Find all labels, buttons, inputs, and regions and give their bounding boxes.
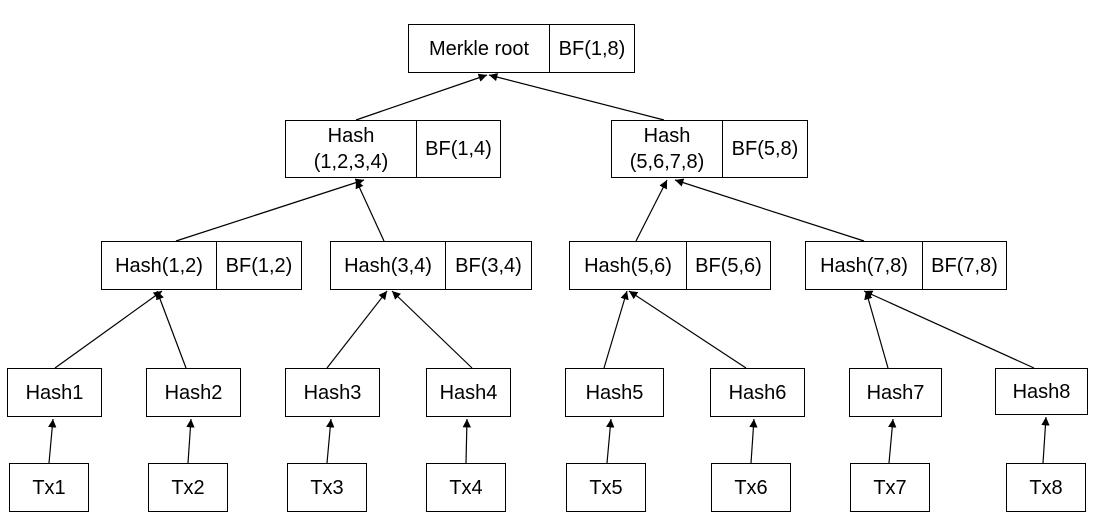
hash-node-1-4: Hash (1,2,3,4) BF(1,4) bbox=[285, 120, 501, 178]
hash-node-5-6: Hash(5,6) BF(5,6) bbox=[569, 241, 771, 290]
arrow-56-to-l2b bbox=[635, 179, 668, 242]
leaf-hash-label-2: Hash2 bbox=[164, 381, 223, 404]
bloom-filter-5-8: BF(5,8) bbox=[722, 121, 807, 177]
leaf-hash-node-6: Hash6 bbox=[710, 368, 805, 417]
arrow-h5-to-56 bbox=[603, 290, 629, 369]
bloom-filter-3-4: BF(3,4) bbox=[445, 242, 531, 289]
tx-label-7: Tx7 bbox=[873, 476, 907, 499]
tx-label-5: Tx5 bbox=[589, 476, 623, 499]
tx-node-1: Tx1 bbox=[9, 463, 89, 512]
leaf-hash-label-3: Hash3 bbox=[303, 381, 362, 404]
tx-label-8: Tx8 bbox=[1029, 476, 1063, 499]
arrow-tx4-to-h4 bbox=[462, 418, 472, 464]
hash-label-5-8: Hash (5,6,7,8) bbox=[612, 121, 722, 177]
tx-node-6: Tx6 bbox=[711, 463, 791, 512]
hash-label-1-4: Hash (1,2,3,4) bbox=[286, 121, 416, 177]
arrow-12-to-l2a bbox=[175, 178, 365, 242]
arrow-34-to-l2a bbox=[355, 179, 385, 242]
hash-node-5-8: Hash (5,6,7,8) BF(5,8) bbox=[611, 120, 808, 178]
leaf-hash-label-5: Hash5 bbox=[585, 381, 644, 404]
arrow-tx2-to-h2 bbox=[186, 418, 195, 464]
leaf-hash-label-8: Hash8 bbox=[1012, 380, 1071, 403]
hash-label-1-4-line2: (1,2,3,4) bbox=[313, 151, 389, 173]
tx-node-2: Tx2 bbox=[148, 463, 228, 512]
tx-node-8: Tx8 bbox=[1006, 463, 1086, 512]
leaf-hash-node-3: Hash3 bbox=[285, 368, 380, 417]
arrow-h1-to-12 bbox=[54, 290, 163, 369]
leaf-hash-label-7: Hash7 bbox=[866, 381, 925, 404]
tx-node-3: Tx3 bbox=[287, 463, 367, 512]
tx-label-3: Tx3 bbox=[310, 476, 344, 499]
tx-node-7: Tx7 bbox=[850, 463, 930, 512]
arrow-tx1-to-h1 bbox=[48, 418, 57, 464]
bloom-filter-1-2: BF(1,2) bbox=[216, 242, 301, 289]
arrow-l2a-to-root bbox=[355, 73, 488, 121]
bloom-filter-1-4: BF(1,4) bbox=[416, 121, 500, 177]
tx-node-4: Tx4 bbox=[426, 463, 506, 512]
leaf-hash-label-1: Hash1 bbox=[25, 381, 84, 404]
hash-label-5-8-line1: Hash bbox=[643, 125, 691, 147]
arrow-tx7-to-h7 bbox=[888, 418, 897, 464]
arrow-tx8-to-h8 bbox=[1041, 416, 1050, 464]
arrow-tx6-to-h6 bbox=[749, 418, 758, 464]
leaf-hash-node-7: Hash7 bbox=[849, 368, 942, 417]
hash-label-5-8-line2: (5,6,7,8) bbox=[629, 151, 705, 173]
arrow-l2b-to-root bbox=[488, 73, 665, 121]
merkle-root-bloom-filter: BF(1,8) bbox=[549, 25, 634, 72]
hash-label-7-8: Hash(7,8) bbox=[820, 254, 908, 277]
tx-label-6: Tx6 bbox=[734, 476, 768, 499]
arrow-h6-to-56 bbox=[628, 290, 747, 369]
leaf-hash-node-5: Hash5 bbox=[565, 368, 664, 417]
leaf-hash-label-6: Hash6 bbox=[728, 381, 787, 404]
leaf-hash-node-1: Hash1 bbox=[7, 368, 102, 417]
merkle-root-label: Merkle root bbox=[428, 37, 530, 60]
hash-label-1-4-line1: Hash bbox=[327, 125, 375, 147]
hash-label-3-4: Hash(3,4) bbox=[344, 254, 432, 277]
leaf-hash-label-4: Hash4 bbox=[439, 381, 498, 404]
leaf-hash-node-8: Hash8 bbox=[995, 368, 1088, 415]
hash-label-1-2: Hash(1,2) bbox=[115, 254, 203, 277]
hash-node-3-4: Hash(3,4) BF(3,4) bbox=[330, 241, 532, 290]
arrow-h8-to-78 bbox=[863, 290, 1035, 369]
leaf-hash-node-4: Hash4 bbox=[426, 368, 511, 417]
merkle-root-node: Merkle root BF(1,8) bbox=[408, 24, 635, 73]
hash-label-5-6: Hash(5,6) bbox=[584, 254, 672, 277]
tx-node-5: Tx5 bbox=[566, 463, 646, 512]
arrow-h4-to-34 bbox=[391, 290, 473, 369]
tx-label-4: Tx4 bbox=[449, 476, 483, 499]
hash-node-7-8: Hash(7,8) BF(7,8) bbox=[805, 241, 1007, 290]
arrow-78-to-l2b bbox=[674, 178, 865, 242]
tx-label-2: Tx2 bbox=[171, 476, 205, 499]
arrow-h7-to-78 bbox=[864, 290, 889, 369]
arrow-h3-to-34 bbox=[326, 290, 388, 369]
bloom-filter-7-8: BF(7,8) bbox=[922, 242, 1006, 289]
bloom-filter-5-6: BF(5,6) bbox=[686, 242, 770, 289]
hash-node-1-2: Hash(1,2) BF(1,2) bbox=[101, 241, 302, 290]
arrow-tx3-to-h3 bbox=[326, 418, 335, 464]
tx-label-1: Tx1 bbox=[32, 476, 66, 499]
arrow-tx5-to-h5 bbox=[606, 418, 615, 464]
leaf-hash-node-2: Hash2 bbox=[146, 368, 241, 417]
arrow-h2-to-12 bbox=[156, 290, 187, 369]
